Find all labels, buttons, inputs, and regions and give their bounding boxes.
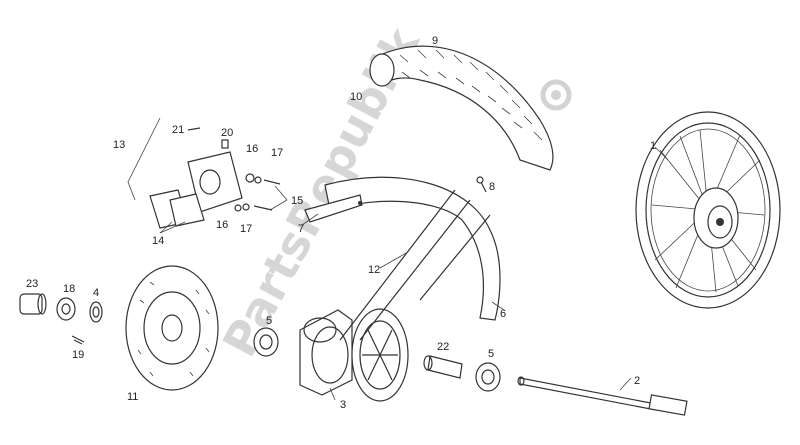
callout-21: 21 (172, 124, 184, 136)
callout-2: 2 (634, 375, 640, 387)
screw-19 (71, 335, 85, 345)
hub-spacer-23 (19, 293, 47, 315)
bearing-18 (56, 297, 76, 321)
callout-4: 4 (93, 287, 99, 299)
callout-13: 13 (113, 139, 125, 151)
callout-14: 14 (152, 235, 164, 247)
brake-caliper-assembly (127, 117, 281, 229)
callout-19: 19 (72, 349, 84, 361)
callout-10: 10 (350, 91, 362, 103)
callout-23: 23 (26, 278, 38, 290)
callout-1: 1 (650, 140, 656, 152)
leader-lines (159, 146, 669, 401)
bearing-5-right (475, 362, 501, 392)
callout-16a: 16 (246, 143, 258, 155)
callout-12: 12 (368, 264, 380, 276)
bearing-5-left (253, 327, 279, 357)
callout-9: 9 (432, 35, 438, 47)
callout-17a: 17 (271, 147, 283, 159)
callout-7: 7 (298, 223, 304, 235)
callout-11: 11 (127, 391, 138, 403)
callout-16b: 16 (216, 219, 228, 231)
callout-labels: 1 2 3 4 5 5 6 7 8 9 10 11 12 13 14 15 16… (26, 35, 656, 411)
spacer-22 (423, 355, 463, 379)
bolt-8 (476, 176, 487, 193)
callout-5a: 5 (266, 315, 272, 327)
seal-4 (89, 301, 103, 323)
wheel-hub (299, 308, 409, 402)
tyre (369, 45, 554, 171)
callout-22: 22 (437, 341, 449, 353)
complete-wheel (635, 111, 781, 309)
callout-20: 20 (221, 127, 233, 139)
callout-15: 15 (291, 195, 303, 207)
callout-5b: 5 (488, 348, 494, 360)
callout-8: 8 (489, 181, 495, 193)
callout-17b: 17 (240, 223, 252, 235)
stay-12 (339, 189, 491, 341)
callout-6: 6 (500, 308, 506, 320)
gear-logo-icon (540, 79, 572, 111)
callout-18: 18 (63, 283, 75, 295)
brake-disc-11 (125, 265, 219, 391)
mudguard (304, 176, 501, 321)
callout-3: 3 (340, 399, 346, 411)
wheel-axle (517, 376, 688, 416)
